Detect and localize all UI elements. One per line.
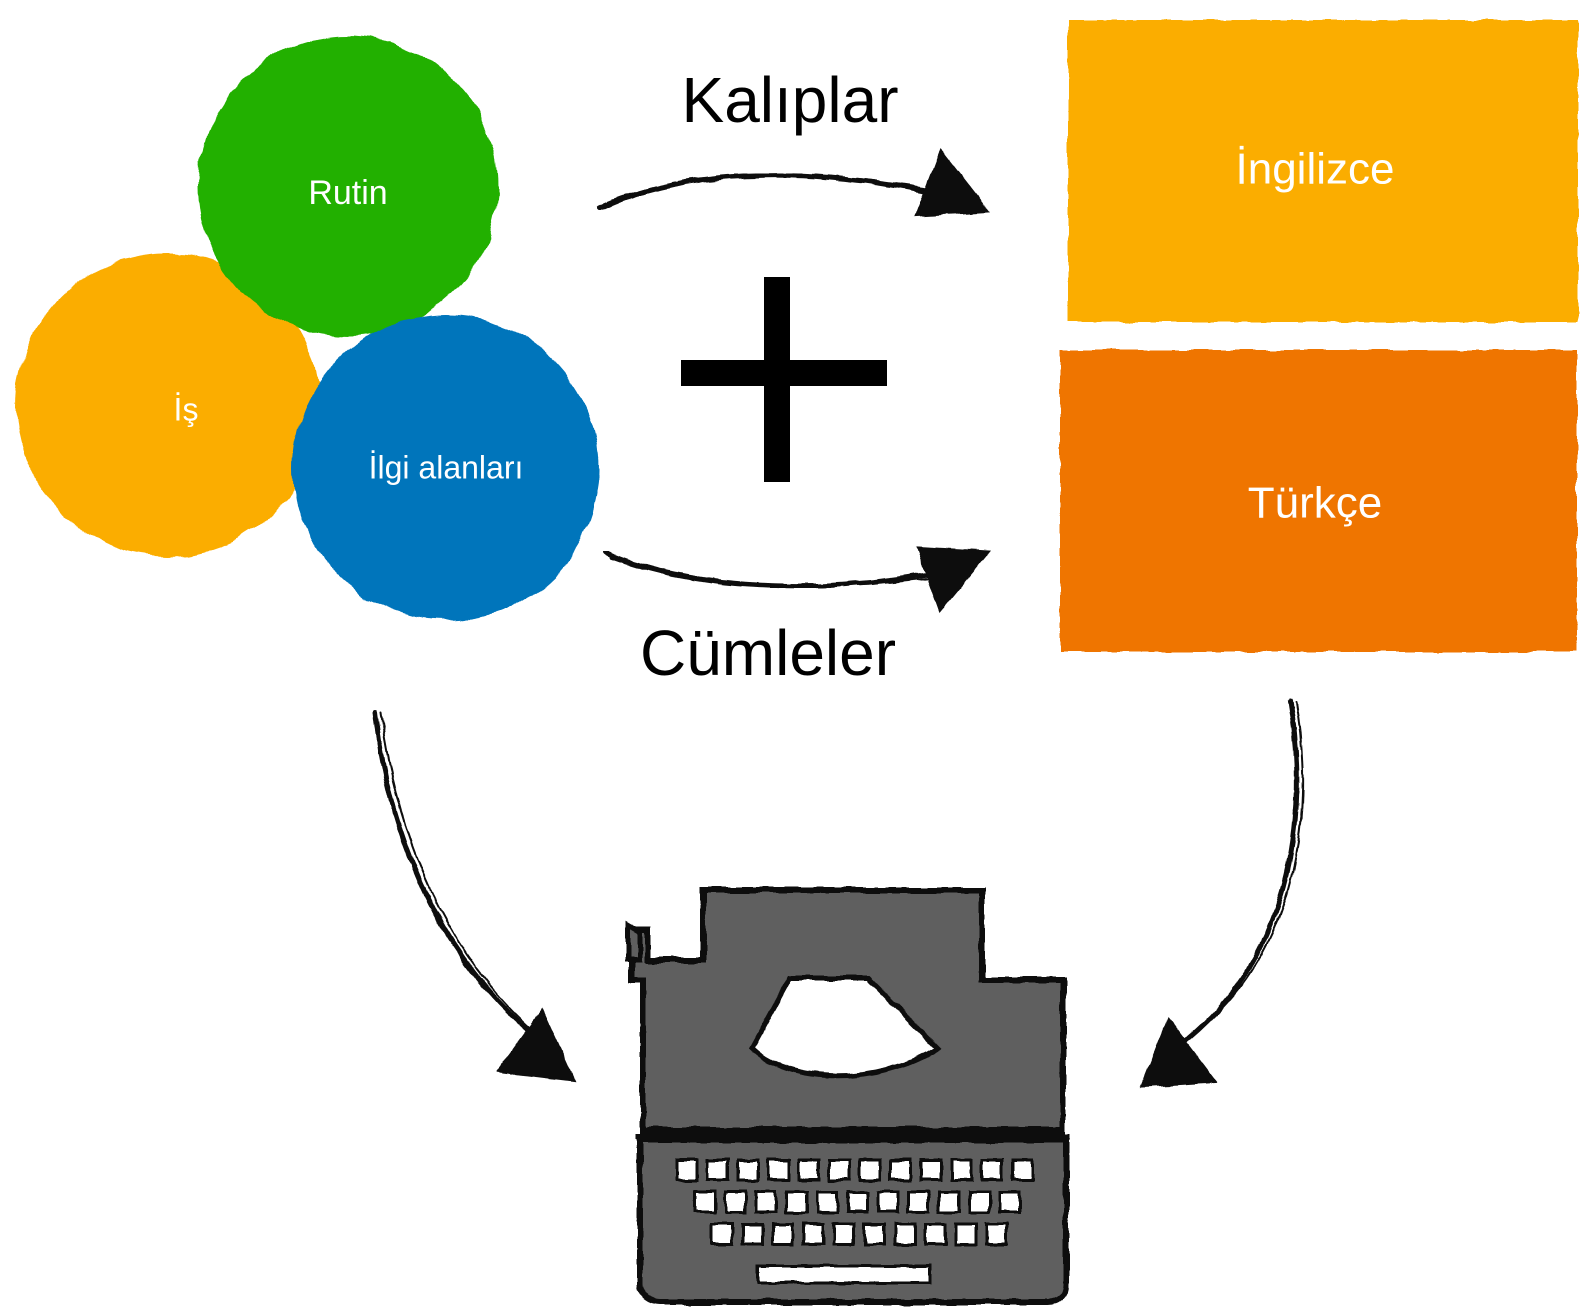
arrow-right-down-shaft xyxy=(1177,697,1300,1048)
typewriter-key xyxy=(736,1158,760,1182)
circle-rutin: Rutin xyxy=(198,36,498,336)
typewriter-key xyxy=(998,1190,1022,1214)
typewriter-key xyxy=(954,1222,978,1246)
arrow-top: Kalıplar xyxy=(597,64,991,217)
circle-is-label: İş xyxy=(174,391,199,427)
circle-ilgi-label: İlgi alanları xyxy=(369,449,524,485)
plus-icon xyxy=(681,277,887,482)
arrow-top-head xyxy=(914,147,991,217)
typewriter-spacebar xyxy=(756,1264,932,1285)
typewriter-key xyxy=(815,1190,839,1214)
typewriter-key xyxy=(741,1222,764,1246)
box-turkce: Türkçe xyxy=(1060,350,1577,652)
box-turkce-shape xyxy=(1060,350,1577,652)
arrow-bottom-shaft xyxy=(602,550,938,589)
arrow-bottom-head xyxy=(915,546,992,613)
typewriter-key xyxy=(950,1158,973,1182)
typewriter-key xyxy=(754,1190,778,1214)
arrow-left-down-shaft xyxy=(372,709,543,1043)
arrow-top-shaft xyxy=(597,172,938,211)
circle-rutin-shape xyxy=(198,36,498,336)
typewriter-key xyxy=(846,1190,869,1214)
typewriter-key xyxy=(937,1190,961,1214)
box-ingilizce-shape xyxy=(1068,20,1578,322)
typewriter-key xyxy=(828,1158,851,1182)
typewriter-key xyxy=(710,1222,734,1246)
typewriter-key xyxy=(1011,1158,1034,1182)
typewriter-key xyxy=(893,1222,917,1246)
box-ingilizce-label: İngilizce xyxy=(1236,145,1395,194)
typewriter-key xyxy=(832,1222,856,1246)
circle-ilgi-shape xyxy=(293,315,599,621)
label-kaliplar: Kalıplar xyxy=(682,64,899,136)
arrow-left-down xyxy=(372,709,576,1082)
typewriter-key xyxy=(980,1158,1004,1182)
typewriter-key xyxy=(889,1158,912,1182)
typewriter-icon xyxy=(625,887,1070,1305)
circle-rutin-label: Rutin xyxy=(308,174,387,212)
typewriter-key xyxy=(863,1222,886,1246)
typewriter-key xyxy=(924,1222,947,1246)
typewriter-lever xyxy=(625,920,643,963)
typewriter-key xyxy=(985,1222,1008,1246)
circle-is-shape xyxy=(16,253,320,557)
typewriter-key xyxy=(767,1158,790,1182)
arrow-left-down-head xyxy=(495,1008,576,1082)
arrow-right-down xyxy=(1139,697,1304,1088)
typewriter-key xyxy=(907,1190,930,1214)
typewriter-key xyxy=(876,1190,900,1214)
typewriter-key xyxy=(675,1158,699,1182)
box-turkce-label: Türkçe xyxy=(1248,479,1382,528)
typewriter-key xyxy=(706,1158,729,1182)
typewriter-key xyxy=(771,1222,795,1246)
typewriter-key xyxy=(919,1158,943,1182)
typewriter-key xyxy=(785,1190,808,1214)
typewriter-key xyxy=(802,1222,825,1246)
typewriter-key xyxy=(724,1190,747,1214)
typewriter-opening xyxy=(748,975,942,1079)
typewriter-key xyxy=(968,1190,991,1214)
box-ingilizce: İngilizce xyxy=(1068,20,1578,322)
typewriter-key xyxy=(858,1158,882,1182)
label-cumleler: Cümleler xyxy=(640,617,896,689)
circle-is: İş xyxy=(16,253,320,557)
typewriter-key xyxy=(693,1190,717,1214)
typewriter-key xyxy=(797,1158,821,1182)
arrow-bottom: Cümleler xyxy=(602,546,992,689)
typewriter-keys xyxy=(675,1158,1034,1246)
arrow-right-down-head xyxy=(1139,1016,1218,1088)
circle-ilgi-alanlari: İlgi alanları xyxy=(293,315,599,621)
